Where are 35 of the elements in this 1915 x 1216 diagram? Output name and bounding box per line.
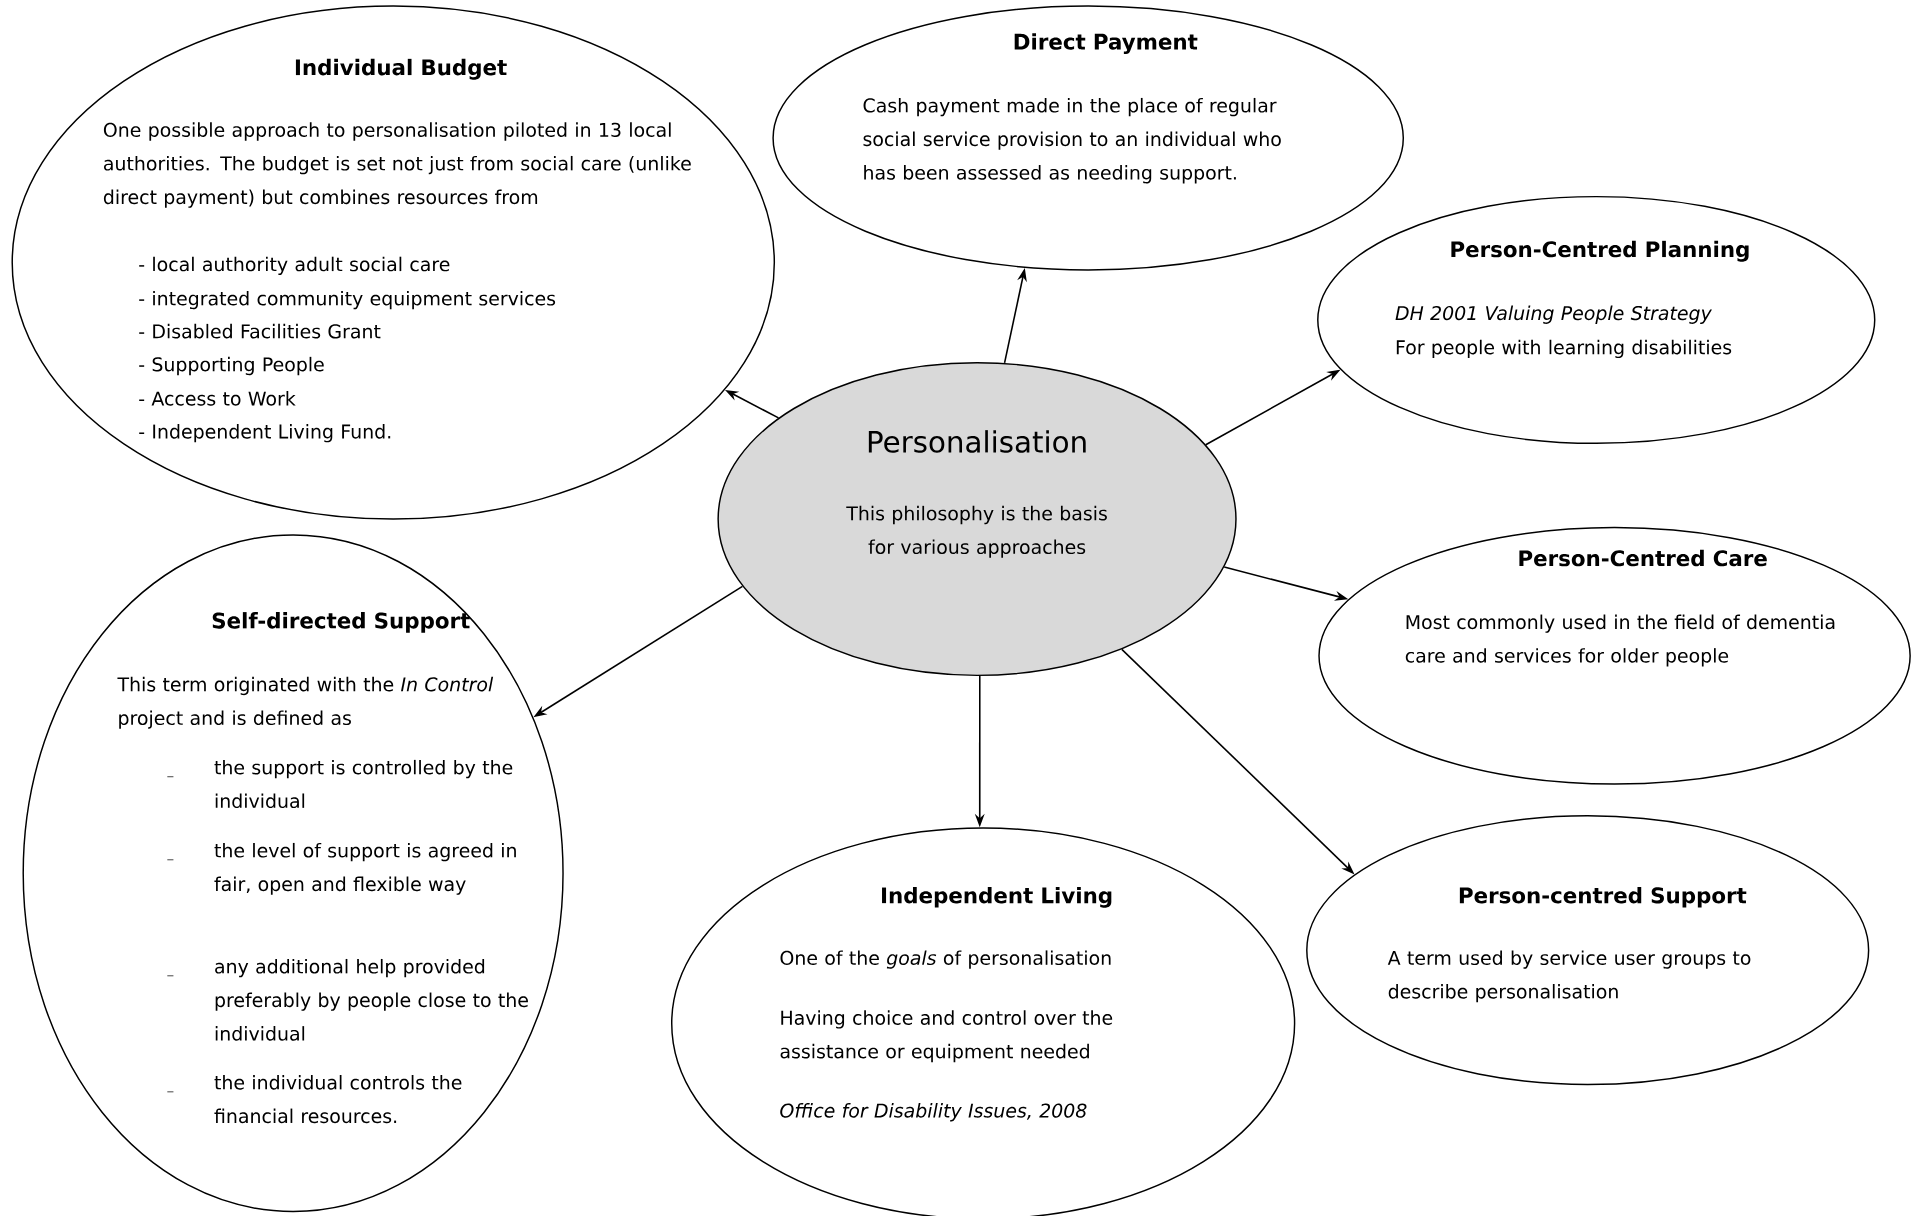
heading: Independent Living (882, 886, 1112, 908)
body-text: Office for Disability Issues, 2008 (780, 1102, 1087, 1122)
body-text: - Supporting People (139, 356, 324, 375)
concept-ellipse (1306, 814, 1870, 1086)
body-text: Having choice and control over the assistance or equipment needed (780, 1010, 1113, 1062)
concept-ellipse (772, 5, 1405, 271)
body-text: This term originated with the In Control project and is defined as (117, 676, 494, 729)
body-text: - local authority adult social care (139, 256, 450, 275)
body-text: Most commonly used in the field of dementia care and services for older people (1405, 614, 1835, 667)
concept-ellipse (1318, 526, 1911, 785)
body-text: the individual controls the financial resources. (214, 1074, 462, 1123)
body-text: This philosophy is the basis for various approaches (846, 505, 1107, 558)
heading: Person-centred Support (1459, 886, 1747, 908)
concept-ellipse (22, 534, 564, 1213)
heading: Direct Payment (1014, 33, 1198, 54)
heading: Individual Budget (295, 58, 507, 80)
heading: Person-Centred Care (1519, 549, 1767, 567)
body-text: A term used by service user groups to describe personalisation (1387, 950, 1751, 1003)
concept-ellipse (1317, 195, 1876, 444)
heading: Person-Centred Planning (1451, 240, 1749, 262)
body-text: the support is controlled by the individual (214, 759, 513, 808)
body-text: For people with learning disabilities (1396, 339, 1732, 358)
body-text: - integrated community equipment services (139, 290, 556, 310)
body-text: - Disabled Facilities Grant (139, 323, 381, 339)
body-text: - Independent Living Fund. (139, 423, 391, 443)
body-text: One possible approach to personalisation piloted in 13 local authorities. The budget is set not just from social care (unlike direct payment) but combines resources from (103, 122, 691, 208)
heading: Personalisation (868, 429, 1086, 453)
concept-ellipse (717, 361, 1237, 676)
heading: Self-directed Support (212, 611, 470, 633)
body-text: Cash payment made in the place of regular social service provision to an individual who has been assessed as needing support. (863, 97, 1281, 184)
body-text: DH 2001 Valuing People Strategy (1395, 305, 1712, 324)
body-text: any additional help provided preferably by people close to the individual (215, 958, 528, 1041)
body-text: One of the goals of personalisation (780, 950, 1111, 969)
body-text: the level of support is agreed in fair, open and flexible way (214, 842, 516, 895)
body-text: - Access to Work (139, 390, 296, 406)
